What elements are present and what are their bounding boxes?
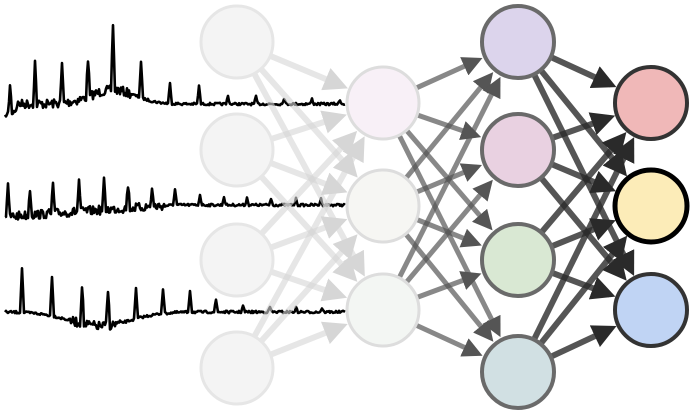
connection-arrow	[258, 234, 358, 344]
connection-arrow	[538, 235, 628, 346]
node-output-2	[612, 167, 690, 245]
nodes	[199, 4, 690, 410]
connection-arrow	[270, 268, 348, 302]
connection-arrow	[550, 112, 616, 141]
connection-arrow	[259, 174, 358, 282]
connection-arrow	[550, 218, 616, 250]
connection-arrow	[404, 179, 493, 285]
connection-arrow	[251, 136, 365, 338]
connection-arrow	[550, 269, 616, 300]
node-hidden-2-4	[480, 334, 556, 410]
connection-arrow	[270, 110, 347, 142]
node-input-1	[199, 4, 275, 80]
connection-arrow	[531, 137, 635, 342]
connection-arrow	[538, 131, 627, 235]
node-hidden-2-2	[480, 112, 556, 188]
node-hidden-1-1	[345, 65, 421, 141]
node-input-3	[199, 222, 275, 298]
connection-arrow	[550, 161, 616, 194]
connection-arrow	[414, 322, 483, 357]
input-spectra	[3, 23, 346, 331]
node-hidden-2-3	[480, 222, 556, 298]
node-hidden-1-2	[345, 168, 421, 244]
connection-arrow	[269, 53, 348, 91]
node-output-1	[613, 65, 689, 141]
connection-arrow	[415, 271, 482, 300]
connection-arrow	[414, 57, 483, 91]
node-input-4	[199, 330, 275, 406]
node-hidden-2-1	[480, 4, 556, 80]
connection-arrow	[269, 216, 348, 251]
connections	[251, 53, 635, 360]
node-output-3	[613, 272, 689, 348]
connection-arrow	[549, 325, 617, 360]
connection-arrow	[269, 321, 348, 358]
connection-arrow	[396, 76, 501, 279]
node-hidden-1-3	[345, 272, 421, 348]
connection-arrow	[259, 130, 358, 236]
connection-arrow	[403, 72, 494, 180]
node-input-2	[199, 112, 275, 188]
connection-arrow	[269, 160, 348, 196]
connection-arrow	[549, 54, 617, 89]
spectrum-trace-1	[3, 23, 346, 118]
